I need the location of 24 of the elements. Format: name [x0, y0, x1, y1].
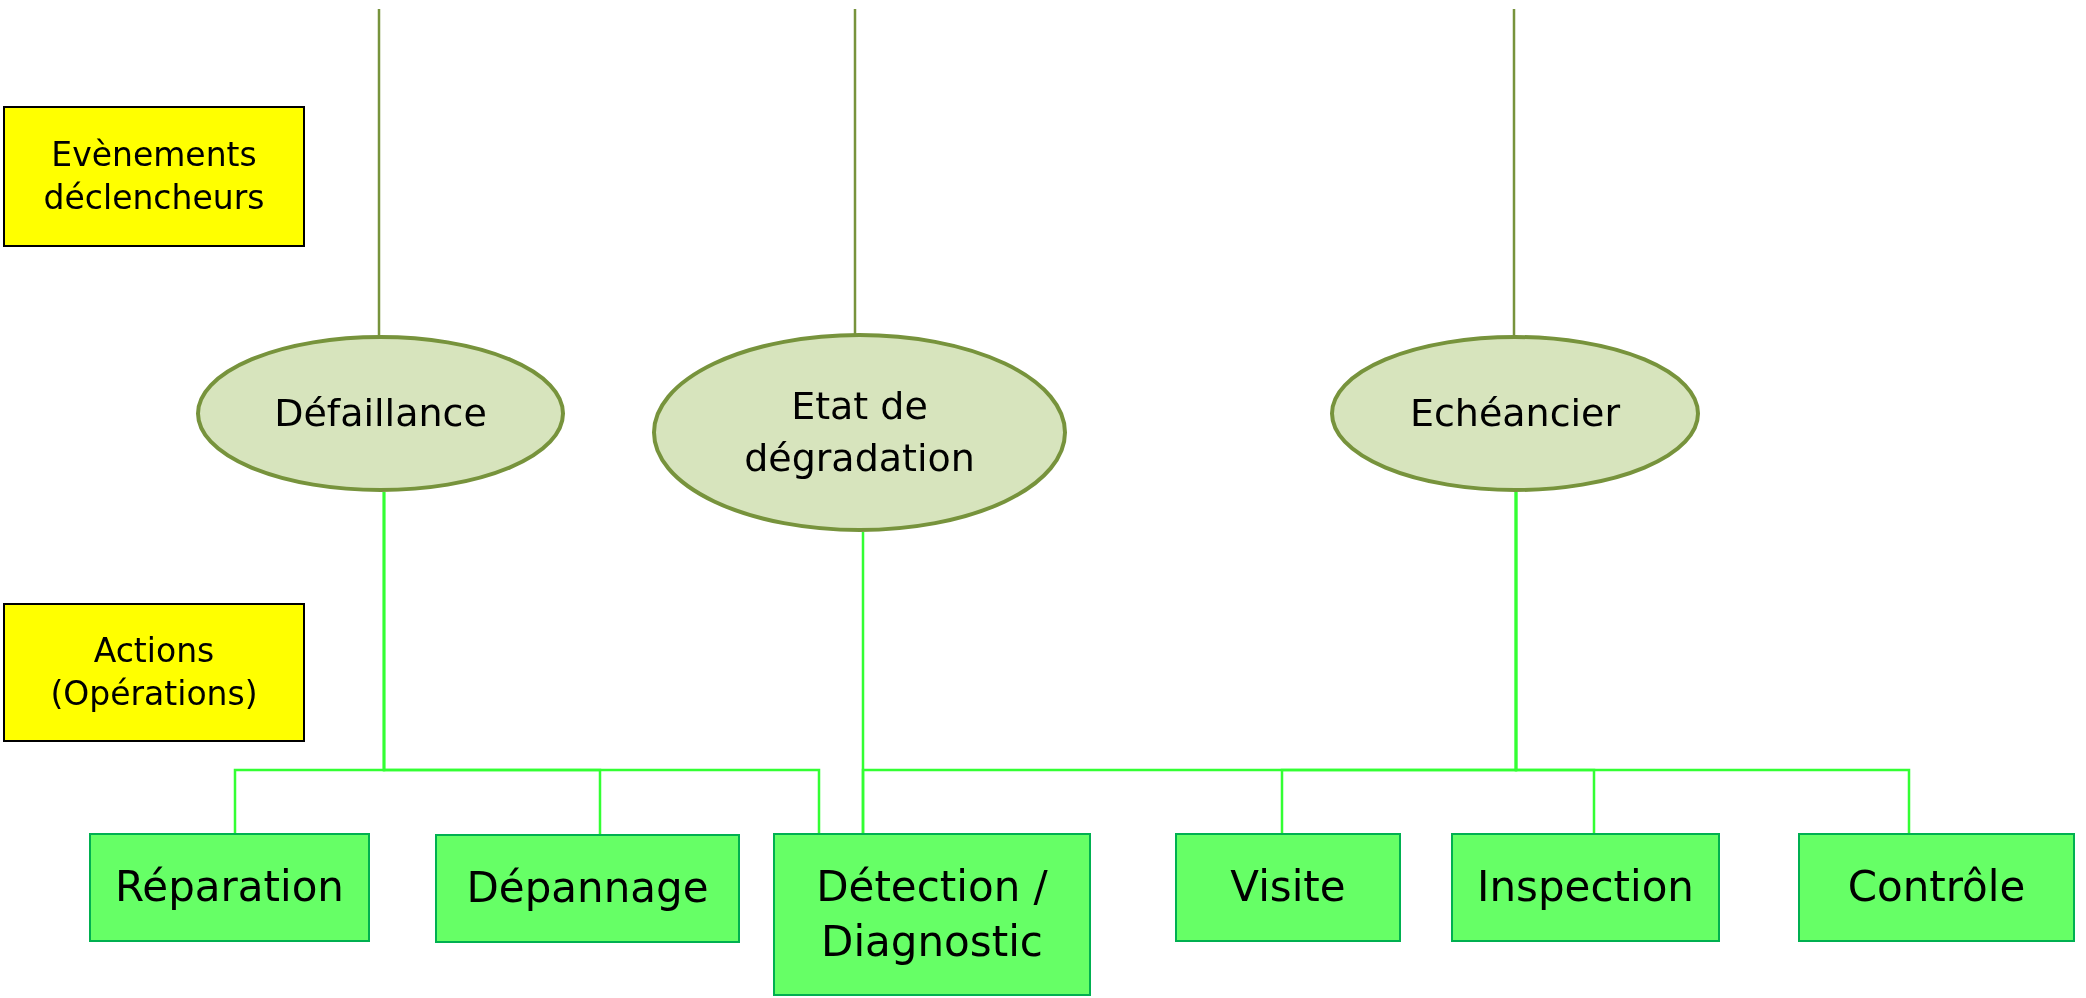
action-label: Réparation — [115, 861, 344, 914]
category-label: Evènements déclencheurs — [42, 133, 266, 219]
action-label: Détection / Diagnostic — [815, 860, 1049, 968]
connector-line — [382, 492, 821, 833]
action-box — [1451, 833, 1720, 942]
event-label: Défaillance — [274, 389, 487, 437]
event-label: Echéancier — [1409, 389, 1621, 437]
action-label-box — [3, 603, 305, 742]
trigger-label-box — [3, 106, 305, 247]
action-box — [89, 833, 370, 942]
connector-line — [1512, 9, 1516, 336]
action-label: Contrôle — [1847, 861, 2026, 914]
action-box — [1798, 833, 2075, 942]
connector-line — [377, 9, 381, 336]
action-box — [435, 834, 740, 943]
action-box — [773, 833, 1091, 996]
action-label: Inspection — [1477, 861, 1694, 914]
connector-line — [853, 9, 857, 334]
action-label: Visite — [1230, 861, 1346, 914]
category-label: Actions (Opérations) — [49, 629, 259, 715]
action-box — [1175, 833, 1401, 942]
action-label: Dépannage — [466, 862, 709, 915]
event-label: Etat de dégradation — [743, 383, 976, 482]
connector-line — [1514, 492, 1911, 833]
